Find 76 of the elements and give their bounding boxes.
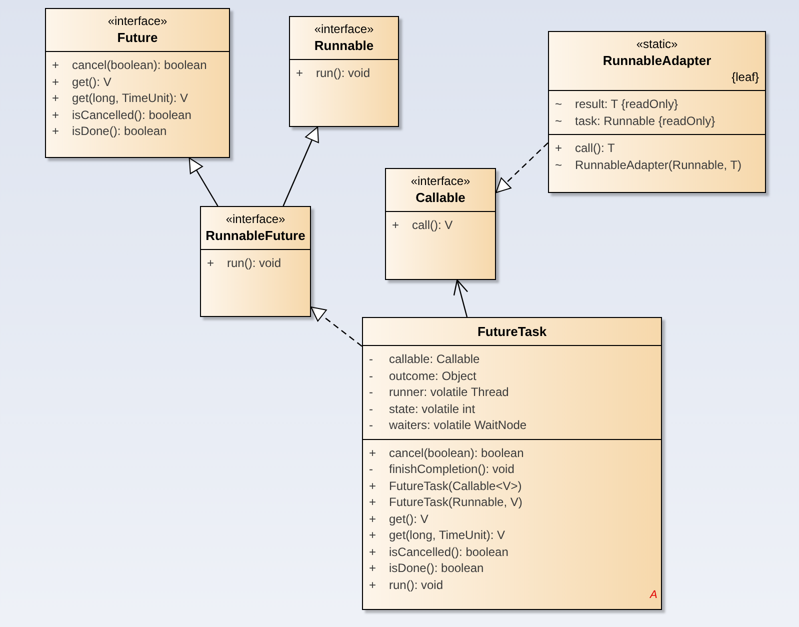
member-signature: RunnableAdapter(Runnable, T): [575, 156, 742, 173]
class-box: [362, 317, 662, 610]
visibility-marker: -: [368, 461, 374, 478]
member-signature: state: volatile int: [389, 400, 476, 417]
visibility-marker: +: [368, 560, 378, 576]
visibility-marker: -: [368, 417, 374, 434]
stereotype-text: «interface»: [106, 14, 168, 29]
visibility-marker: +: [51, 74, 60, 90]
class-name: FutureTask: [476, 323, 548, 340]
member-signature: finishCompletion(): void: [389, 461, 514, 478]
member-signature: cancel(boolean): boolean: [72, 57, 207, 74]
realization-arrow: [496, 142, 548, 194]
stereotype-text: «static»: [635, 37, 679, 52]
member-signature: waiters: volatile WaitNode: [389, 417, 527, 434]
visibility-marker: +: [51, 106, 60, 123]
class-name: RunnableAdapter: [602, 52, 712, 69]
member-signature: isDone(): boolean: [389, 560, 484, 576]
visibility-marker: +: [368, 444, 378, 461]
visibility-marker: ~: [554, 112, 564, 129]
member-signature: task: Runnable {readOnly}: [575, 112, 716, 129]
member-signature: isCancelled(): boolean: [72, 106, 192, 123]
member-signature: get(): V: [389, 510, 428, 527]
member-signature: get(long, TimeUnit): V: [72, 90, 188, 106]
visibility-marker: +: [368, 576, 378, 593]
member-signature: get(long, TimeUnit): V: [389, 527, 506, 544]
visibility-marker: +: [295, 65, 304, 82]
member-signature: isCancelled(): boolean: [389, 544, 508, 560]
member-signature: run(): void: [227, 255, 282, 272]
member-signature: runner: volatile Thread: [389, 384, 509, 400]
member-signature: result: T {readOnly}: [575, 96, 678, 112]
visibility-marker: +: [368, 510, 378, 527]
stereotype-text: «interface»: [224, 212, 286, 227]
member-signature: isDone(): boolean: [72, 123, 167, 140]
visibility-marker: +: [368, 527, 378, 544]
visibility-marker: +: [368, 478, 378, 494]
member-signature: FutureTask(Runnable, V): [389, 494, 522, 510]
visibility-marker: +: [368, 494, 378, 510]
visibility-marker: -: [368, 368, 374, 384]
member-signature: call(): T: [575, 140, 615, 156]
member-signature: run(): void: [316, 65, 370, 82]
visibility-marker: +: [368, 544, 378, 560]
class-name: Runnable: [313, 37, 375, 54]
class-box: [289, 16, 399, 127]
member-signature: run(): void: [389, 576, 444, 593]
visibility-marker: ~: [554, 156, 564, 173]
class-box: [548, 31, 766, 193]
member-signature: FutureTask(Callable<V>): [389, 478, 522, 494]
visibility-marker: -: [368, 384, 374, 400]
visibility-marker: +: [51, 90, 60, 106]
class-box: [45, 8, 230, 158]
member-signature: call(): V: [412, 217, 453, 234]
member-signature: outcome: Object: [389, 368, 476, 384]
visibility-marker: +: [206, 255, 216, 272]
visibility-marker: +: [391, 217, 400, 234]
association-arrow: [453, 279, 468, 318]
class-box: [200, 206, 311, 317]
stereotype-text: «interface»: [313, 22, 375, 37]
generalization-arrow: [188, 158, 218, 206]
class-name: RunnableFuture: [204, 227, 306, 244]
visibility-marker: -: [368, 351, 374, 368]
visibility-marker: -: [368, 400, 374, 417]
generalization-arrow: [282, 126, 319, 206]
visibility-marker: +: [554, 140, 564, 156]
visibility-marker: +: [51, 57, 60, 74]
stereotype-text: «interface»: [410, 174, 472, 189]
visibility-marker: ~: [554, 96, 564, 112]
member-signature: get(): V: [72, 74, 112, 90]
visibility-marker: +: [51, 123, 60, 140]
class-name: Future: [116, 29, 159, 46]
abstract-marker: A: [650, 588, 658, 603]
member-signature: callable: Callable: [389, 351, 480, 368]
constraint-text: {leaf}: [732, 69, 760, 85]
realization-arrow: [310, 306, 362, 347]
class-name: Callable: [414, 189, 466, 206]
class-box: [385, 168, 496, 280]
member-signature: cancel(boolean): boolean: [389, 444, 524, 461]
